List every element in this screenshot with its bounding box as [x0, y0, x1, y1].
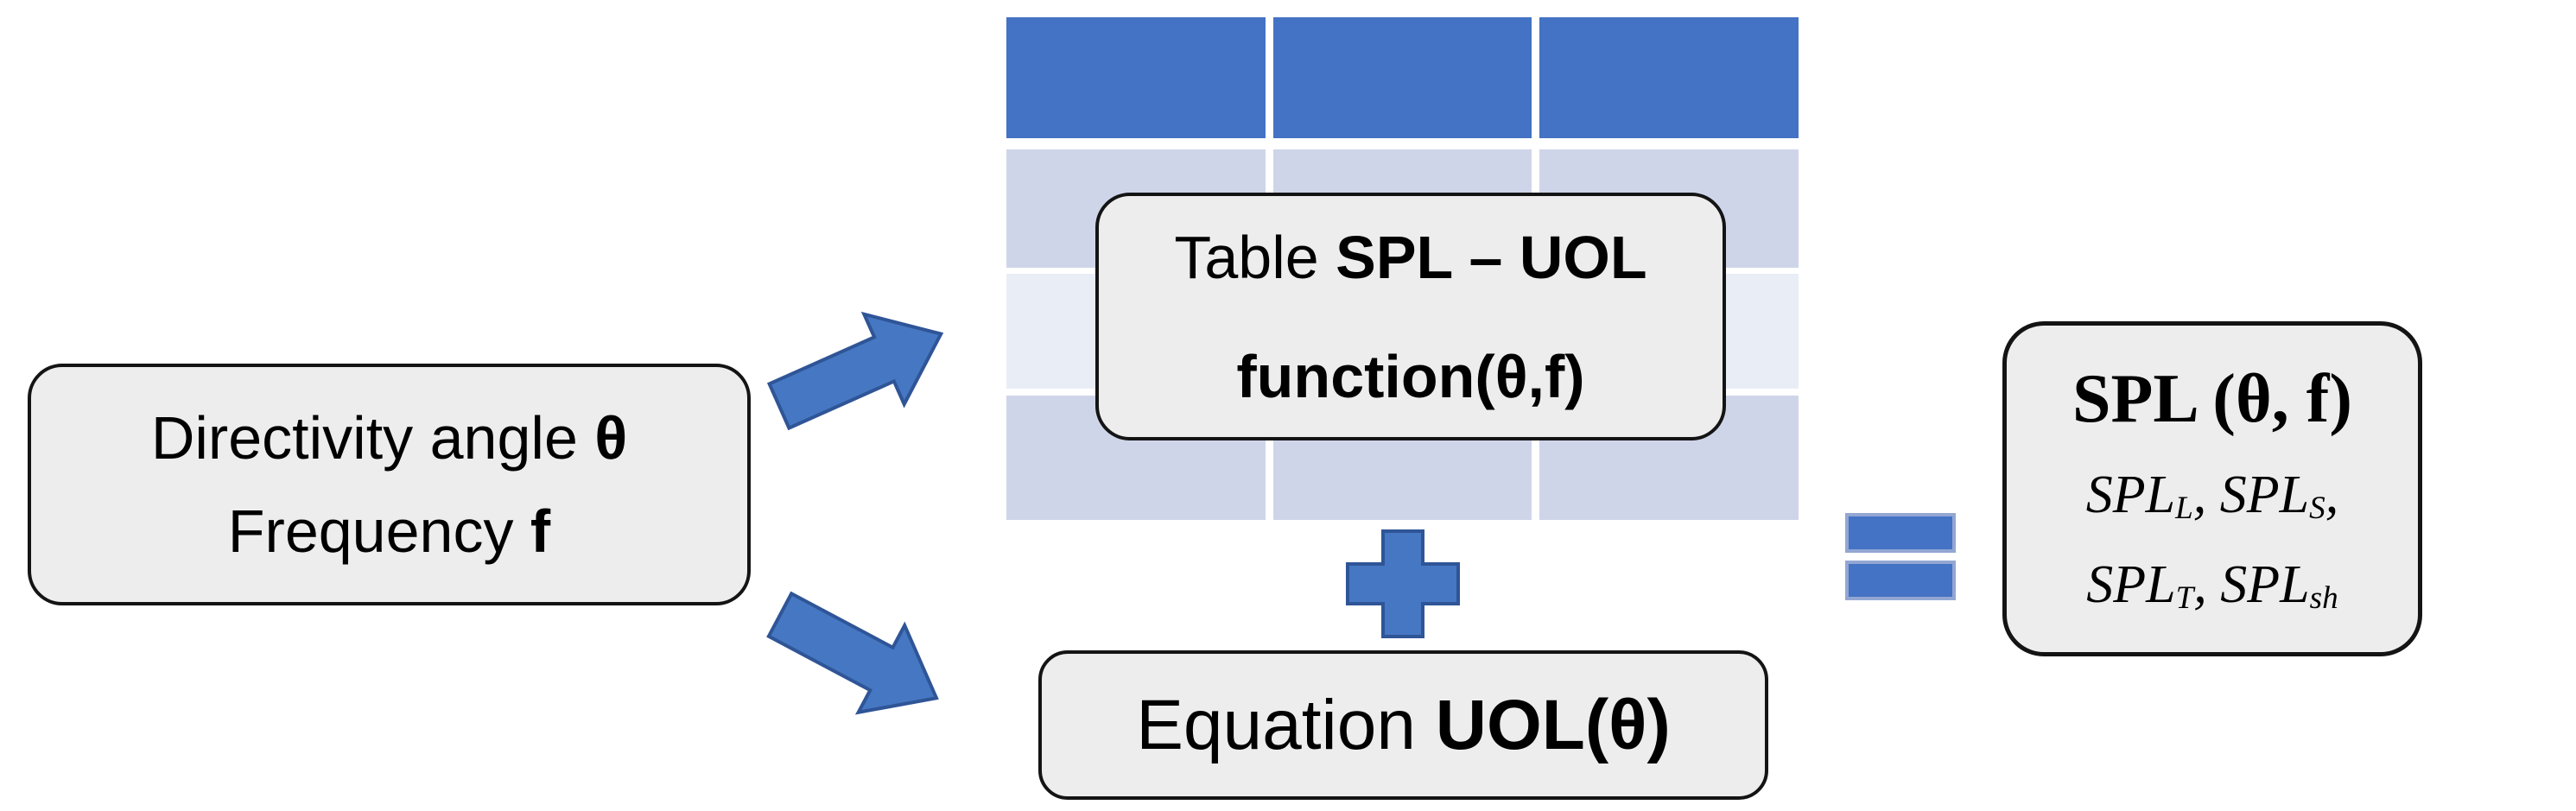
separator: , — [2193, 555, 2221, 614]
input-box-line2: Frequency f — [228, 485, 550, 578]
equals-bottom-bar — [1845, 561, 1956, 600]
input-to-equation-arrow — [766, 591, 939, 715]
table-label-line2: function(θ,f) — [1236, 317, 1584, 436]
equation-box-text: Equation — [1136, 685, 1436, 764]
input-box-line1-text: Directivity angle — [150, 404, 595, 472]
input-box: Directivity angle θ Frequency f — [28, 364, 751, 605]
arrow-up-right-icon — [766, 311, 944, 431]
spl-l-subscript: L — [2175, 491, 2193, 527]
table-row — [1006, 17, 1799, 138]
spl-t-subscript: T — [2175, 580, 2194, 617]
spl-sh-subscript: sh — [2309, 580, 2338, 617]
trailing-comma: , — [2325, 466, 2339, 524]
output-box-components-line1: SPLL, SPLS, — [2086, 450, 2339, 540]
table-header-cell — [1006, 17, 1266, 138]
table-label-line2-bold: function(θ,f) — [1236, 342, 1585, 410]
input-box-line2-text: Frequency — [227, 497, 530, 565]
table-label-box: Table SPL – UOL function(θ,f) — [1095, 193, 1726, 440]
table-label-line1: Table SPL – UOL — [1174, 198, 1646, 317]
spl-s-base: SPL — [2219, 466, 2310, 524]
spl-s-subscript: S — [2309, 491, 2325, 527]
equals-icon — [1845, 513, 1956, 600]
table-label-line1-text: Table — [1174, 223, 1336, 291]
spl-l-base: SPL — [2085, 466, 2176, 524]
plus-icon — [1346, 529, 1460, 638]
table-header-cell — [1272, 17, 1532, 138]
table-label-line1-bold: SPL – UOL — [1336, 223, 1647, 291]
output-box-title: SPL (θ, f) — [2072, 361, 2352, 437]
equation-box-bold: UOL(θ) — [1435, 685, 1671, 764]
input-box-line2-symbol: f — [530, 497, 551, 565]
output-box: SPL (θ, f) SPLL, SPLS, SPLT, SPLsh — [2002, 321, 2422, 656]
input-box-line1-symbol: θ — [594, 404, 628, 472]
table-header-cell — [1539, 17, 1799, 138]
input-to-table-arrow — [766, 311, 944, 431]
equation-box-line: Equation UOL(θ) — [1136, 682, 1671, 769]
arrow-down-right-icon — [766, 591, 939, 715]
equals-top-bar — [1845, 513, 1956, 553]
spl-t-base: SPL — [2086, 555, 2176, 614]
separator: , — [2192, 466, 2220, 524]
equation-box: Equation UOL(θ) — [1038, 650, 1768, 800]
output-box-components-line2: SPLT, SPLsh — [2086, 540, 2338, 630]
input-box-line1: Directivity angle θ — [151, 391, 627, 485]
spl-sh-base: SPL — [2220, 555, 2310, 614]
